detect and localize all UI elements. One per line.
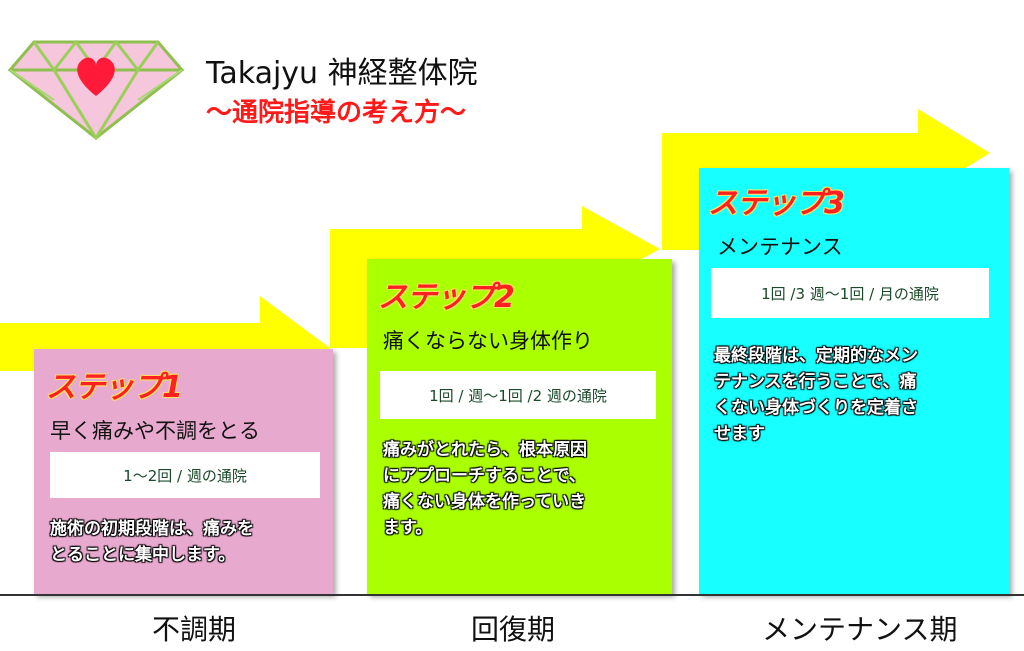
arrow-step3 [662,109,990,250]
timeline-baseline [0,594,1024,596]
period-label-step3: メンテナンス期 [762,613,958,646]
step2-description: 痛みがとれたら、根本原因 にアプローチすることで、 痛くない身体を作っていき ま… [383,437,587,541]
step3-panel [699,168,1009,594]
step2-headline: 痛くならない身体作り [383,329,593,353]
period-label-step2: 回復期 [471,613,556,646]
step3-frequency: 1回 /3 週〜1回 / 月の通院 [711,268,989,318]
step1-description-line: とることに集中します。 [50,545,236,565]
page-title: Takajyu 神経整体院 [206,56,478,91]
step3-description: 最終段階は、定期的なメン テナンスを行うことで、痛 くない身体づくりを定着さ せ… [714,343,918,447]
step1-description: 施術の初期段階は、痛みを とることに集中します。 [50,516,254,568]
step2-description-line: ます。 [383,518,433,538]
step2-description-line: 痛みがとれたら、根本原因 [383,440,587,460]
step3-description-line: せます [714,424,765,444]
diamond-heart-icon [7,40,185,140]
step1-description-line: 施術の初期段階は、痛みを [50,519,254,539]
arrow-step2 [330,206,660,348]
step3-headline: メンテナンス [717,235,843,259]
step2-frequency: 1回 / 週〜1回 /2 週の通院 [380,371,656,419]
step2-description-line: にアプローチすることで、 [383,466,586,486]
step1-frequency: 1〜2回 / 週の通院 [50,452,320,498]
step3-description-line: くない身体づくりを定着さ [714,398,918,418]
step3-description-line: テナンスを行うことで、痛 [714,372,917,392]
step2-label: ステップ2 [378,280,515,315]
step2-panel [367,259,672,594]
arrow-step1 [0,296,330,398]
step3-description-line: 最終段階は、定期的なメン [714,346,918,366]
step3-label: ステップ3 [708,186,845,221]
step2-description-line: 痛くない身体を作っていき [383,492,587,512]
step1-headline: 早く痛みや不調をとる [50,419,260,443]
period-label-step1: 不調期 [152,613,237,646]
page-subtitle: 〜通院指導の考え方〜 [206,98,467,128]
step1-label: ステップ1 [46,370,183,405]
